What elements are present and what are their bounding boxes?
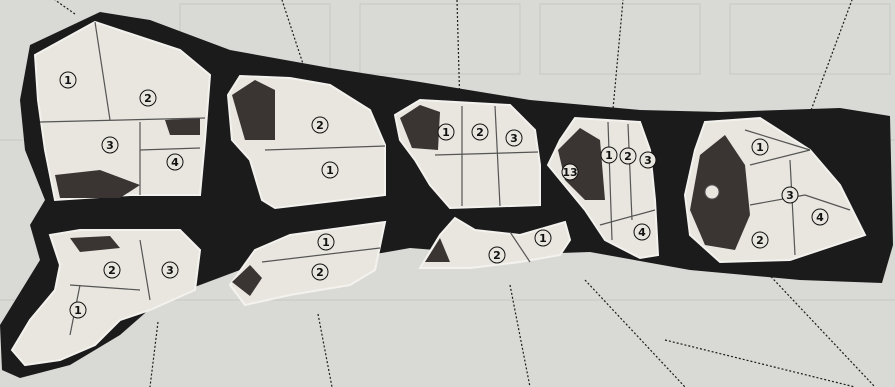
marker-label: 2 [316,119,324,132]
marker: 1 [535,230,551,246]
marker-label: 2 [144,92,152,105]
marker-label: 3 [106,139,114,152]
marker-label: 4 [816,211,824,224]
marker-label: 3 [510,132,518,145]
marker-label: 4 [171,156,179,169]
marker-label: 2 [476,126,484,139]
marker: 2 [472,124,488,140]
marker: 2 [489,247,505,263]
marker: 13 [562,164,578,180]
marker-label: 2 [493,249,501,262]
marker-label: 1 [326,164,334,177]
marker: 2 [312,117,328,133]
marker: 1 [60,72,76,88]
marker: 2 [752,232,768,248]
marker: 1 [752,139,768,155]
marker: 1 [70,302,86,318]
marker: 4 [812,209,828,225]
marker-label: 1 [539,232,547,245]
marker: 1 [318,234,334,250]
marker-label: 1 [605,149,613,162]
marker: 3 [640,152,656,168]
marker: 1 [601,147,617,163]
marker: 3 [506,130,522,146]
marker: 3 [162,262,178,278]
marker-label: 3 [166,264,174,277]
marker-label: 3 [644,154,652,167]
marker-label: 2 [624,150,632,163]
marker-label: 2 [108,264,116,277]
marker: 3 [102,137,118,153]
marker-label: 2 [756,234,764,247]
marker-label: 1 [442,126,450,139]
marker: 3 [782,187,798,203]
marker-label: 1 [74,304,82,317]
marker: 2 [104,262,120,278]
marker-label: 1 [64,74,72,87]
marker-label: 3 [786,189,794,202]
marker-label: 1 [756,141,764,154]
marker: 4 [167,154,183,170]
marker: 2 [140,90,156,106]
marker-label: 2 [316,266,324,279]
marker: 4 [634,224,650,240]
marker: 2 [312,264,328,280]
marker-label: 13 [562,166,577,179]
marker: 1 [322,162,338,178]
marker-label: 1 [322,236,330,249]
marker: 1 [438,124,454,140]
marker: 2 [620,148,636,164]
marker-label: 4 [638,226,646,239]
